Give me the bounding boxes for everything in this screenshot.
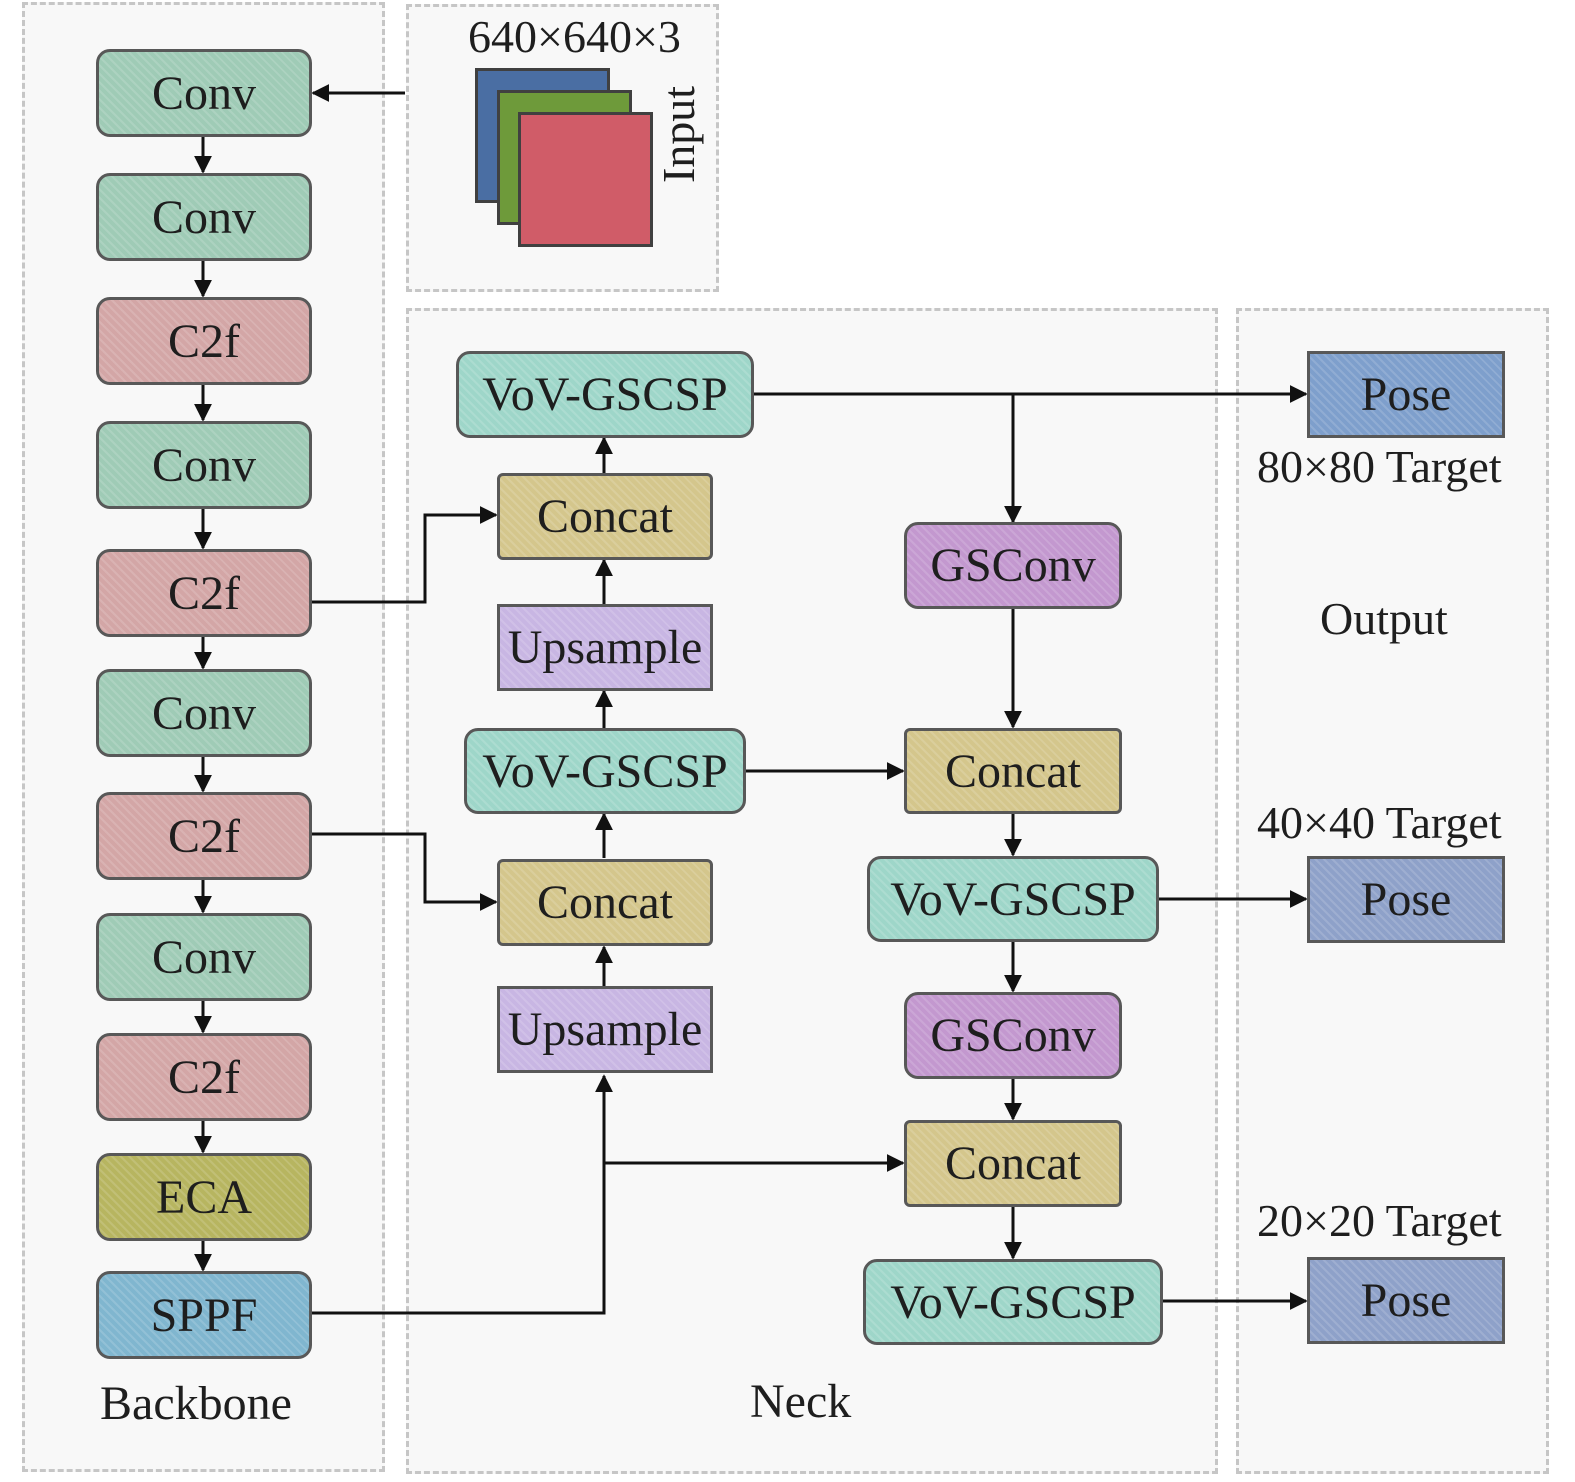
backbone-conv-3: Conv xyxy=(96,421,312,509)
neck-vov-gscsp-mid: VoV-GSCSP xyxy=(464,728,746,814)
neck-vov-gscsp-top: VoV-GSCSP xyxy=(456,351,754,438)
backbone-title: Backbone xyxy=(100,1377,292,1430)
neck-upsample-top: Upsample xyxy=(497,604,713,691)
neck-title: Neck xyxy=(750,1375,852,1428)
neck-concat-mid: Concat xyxy=(904,728,1122,814)
neck-upsample-bottom: Upsample xyxy=(497,986,713,1073)
backbone-conv-5: Conv xyxy=(96,913,312,1001)
backbone-conv-4: Conv xyxy=(96,669,312,757)
input-shape-label: 640×640×3 xyxy=(468,11,681,62)
c2f-to-concat-bottom-wire xyxy=(311,832,498,911)
neck-gsconv-bottom: GSConv xyxy=(904,992,1122,1079)
output-title: Output xyxy=(1320,593,1448,644)
neck-vov-gscsp-right: VoV-GSCSP xyxy=(867,856,1159,942)
input-label: Input xyxy=(653,85,705,184)
target-20-label: 20×20 Target xyxy=(1257,1195,1502,1246)
input-channel-red xyxy=(518,112,653,247)
c2f-to-concat-top-wire xyxy=(311,506,498,604)
neck-concat-bottom: Concat xyxy=(497,859,713,946)
backbone-sppf: SPPF xyxy=(96,1271,312,1359)
backbone-eca: ECA xyxy=(96,1153,312,1241)
neck-concat-right-bottom: Concat xyxy=(904,1120,1122,1207)
backbone-c2f-1: C2f xyxy=(96,297,312,385)
pose-head-40: Pose xyxy=(1307,856,1505,943)
backbone-c2f-2: C2f xyxy=(96,549,312,637)
pose-head-80: Pose xyxy=(1307,351,1505,438)
backbone-conv-1: Conv xyxy=(96,49,312,137)
backbone-c2f-3: C2f xyxy=(96,792,312,880)
backbone-c2f-4: C2f xyxy=(96,1033,312,1121)
neck-gsconv-top: GSConv xyxy=(904,522,1122,609)
neck-concat-top: Concat xyxy=(497,473,713,560)
pose-head-20: Pose xyxy=(1307,1257,1505,1344)
sppf-to-upsample-wire xyxy=(311,1074,613,1315)
target-40-label: 40×40 Target xyxy=(1257,797,1502,848)
neck-vov-gscsp-bottom: VoV-GSCSP xyxy=(863,1259,1163,1345)
backbone-conv-2: Conv xyxy=(96,173,312,261)
target-80-label: 80×80 Target xyxy=(1257,441,1502,492)
